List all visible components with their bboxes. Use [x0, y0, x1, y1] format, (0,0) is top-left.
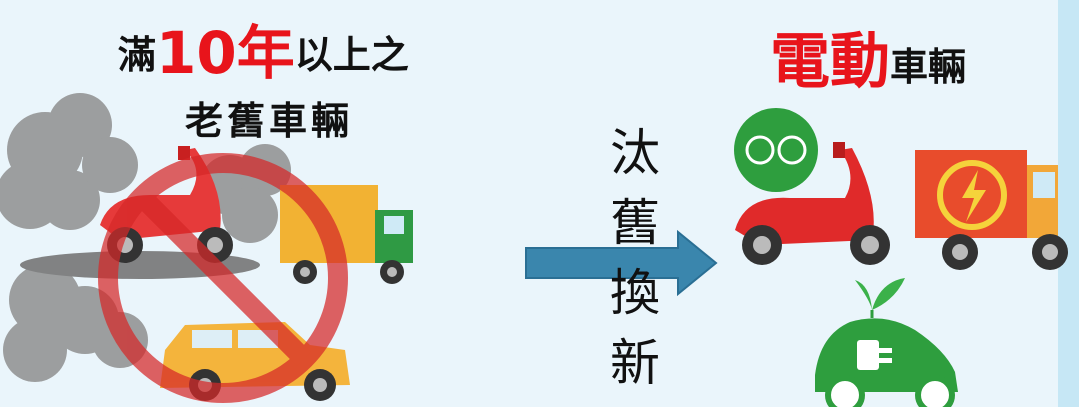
side-band [1058, 0, 1079, 407]
electric-truck-icon [915, 150, 1068, 270]
replace-old-vertical-text: 汰 舊 換 新 [605, 118, 665, 398]
vertical-char: 新 [610, 334, 660, 392]
heading-emphasis: 電動 [770, 27, 890, 97]
electric-scooter-icon [734, 108, 890, 265]
heading-number: 10年 [156, 19, 295, 87]
old-vehicle-heading: 滿 10年 以上之 [118, 2, 409, 82]
electric-vehicle-heading: 電動 車輛 [770, 14, 966, 92]
prohibition-icon [98, 153, 348, 403]
vertical-char: 換 [610, 264, 660, 322]
eco-electric-car-icon [815, 278, 958, 407]
heading-suffix: 以上之 [294, 33, 409, 77]
old-vehicle-heading-line2: 老舊車輛 [185, 99, 354, 143]
heading-prefix: 滿 [118, 33, 157, 77]
vertical-char: 汰 [610, 124, 660, 182]
vertical-char: 舊 [610, 194, 660, 252]
heading-suffix-right: 車輛 [890, 45, 967, 89]
arrow-right-icon [525, 229, 718, 297]
